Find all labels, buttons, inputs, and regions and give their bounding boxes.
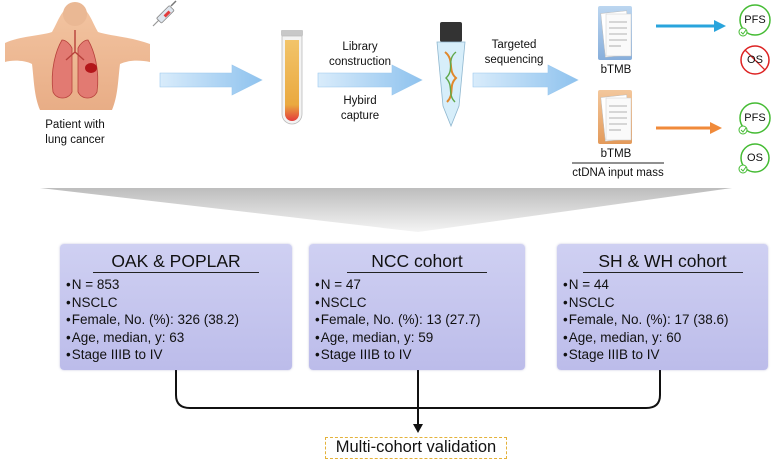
cohort-attribute: NSCLC (563, 294, 729, 312)
pfs-check-icon (738, 4, 771, 37)
multi-cohort-validation-label: Multi-cohort validation (325, 437, 507, 459)
cohort-title-underline (93, 272, 259, 273)
cohort-attribute: Age, median, y: 59 (315, 329, 481, 347)
sequencing-tube-icon (436, 22, 466, 128)
flow-arrow-3 (472, 64, 579, 96)
cohort-attribute: Stage IIIB to IV (66, 346, 239, 364)
os-label: OS (747, 54, 763, 66)
library-label-line-2: construction (328, 56, 391, 68)
cohort-attribute: N = 47 (315, 276, 481, 294)
cohort-attribute: NSCLC (66, 294, 239, 312)
cohort-box-sh-wh: SH & WH cohort N = 44 NSCLC Female, No. … (557, 244, 768, 370)
cohort-attribute: Stage IIIB to IV (315, 346, 481, 364)
pfs-label: PFS (744, 14, 766, 26)
cohort-box-ncc: NCC cohort N = 47 NSCLC Female, No. (%):… (309, 244, 525, 370)
blue-outcome-arrow (656, 20, 726, 32)
cohort-attribute: Female, No. (%): 17 (38.6) (563, 311, 729, 329)
cohort-attribute: Age, median, y: 63 (66, 329, 239, 347)
os-check-icon (738, 143, 770, 174)
cohort-attribute: Female, No. (%): 13 (27.7) (315, 311, 481, 329)
cohort-attributes-list: N = 47 NSCLC Female, No. (%): 13 (27.7) … (315, 276, 481, 364)
flow-arrow-1 (159, 64, 263, 96)
cohort-title-underline (347, 272, 487, 273)
merge-arrowhead (413, 424, 423, 433)
targeted-label-line-1: Targeted (491, 39, 537, 51)
cohort-title: SH & WH cohort (598, 251, 727, 271)
pfs-check-icon (738, 102, 771, 135)
cohort-attribute: Stage IIIB to IV (563, 346, 729, 364)
os-cross-icon (740, 45, 770, 75)
cohort-attribute: Age, median, y: 60 (563, 329, 729, 347)
syringe-icon (152, 0, 177, 27)
cohort-attribute: NSCLC (315, 294, 481, 312)
hybrid-label-line-1: Hybird (343, 95, 377, 107)
funnel-shape (40, 188, 732, 232)
pfs-label: PFS (744, 112, 766, 124)
cohort-attributes-list: N = 853 NSCLC Female, No. (%): 326 (38.2… (66, 276, 239, 364)
patient-label-line-2: lung cancer (45, 134, 105, 146)
btmb-label: bTMB (600, 64, 632, 76)
targeted-sequencing-label: Targeted sequencing (476, 38, 552, 68)
cohort-title-underline (583, 272, 743, 273)
hybrid-capture-label: Hybird capture (322, 94, 398, 124)
cohort-attribute: N = 853 (66, 276, 239, 294)
patient-label-line-1: Patient with (45, 119, 105, 131)
flow-arrow-2 (317, 64, 423, 96)
os-label: OS (747, 152, 763, 164)
library-construction-label: Library construction (322, 40, 398, 70)
library-label-line-1: Library (342, 41, 378, 53)
ctdna-input-mass-label: ctDNA input mass (572, 167, 664, 179)
cohort-attribute: N = 44 (563, 276, 729, 294)
targeted-label-line-2: sequencing (484, 54, 544, 66)
hybrid-label-line-2: capture (340, 110, 380, 122)
cohort-title: NCC cohort (371, 251, 463, 271)
patient-torso-illustration (5, 2, 150, 110)
cohort-title: OAK & POPLAR (111, 251, 241, 271)
btmb-document-icon (598, 6, 632, 60)
cohort-attributes-list: N = 44 NSCLC Female, No. (%): 17 (38.6) … (563, 276, 729, 364)
btmb-ctdna-document-icon (598, 90, 632, 144)
patient-label: Patient with lung cancer (28, 118, 122, 148)
cohort-box-oak-poplar: OAK & POPLAR N = 853 NSCLC Female, No. (… (60, 244, 292, 370)
btmb-numerator-label: bTMB (600, 148, 632, 160)
orange-outcome-arrow (656, 122, 722, 134)
cohort-attribute: Female, No. (%): 326 (38.2) (66, 311, 239, 329)
blood-tube-icon (281, 30, 303, 125)
